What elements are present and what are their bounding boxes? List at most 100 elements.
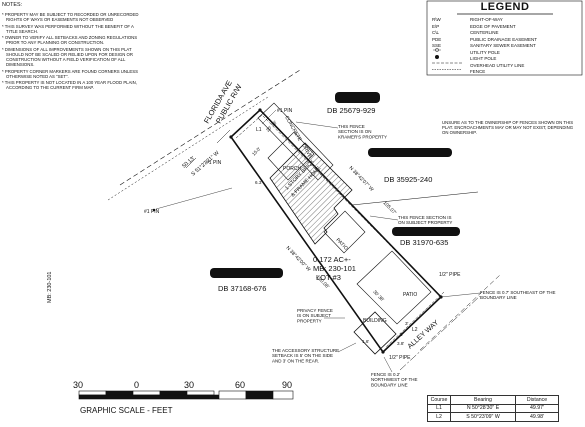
legend-label: EDGE OF PAVEMENT: [470, 23, 516, 29]
pin-label-top: #1 PIN: [277, 108, 293, 114]
column-header: Distance: [515, 395, 559, 405]
line-tag-l2: L2: [412, 327, 418, 333]
dim-7: 3.8': [397, 341, 404, 346]
pipe-marker-bottom: [381, 350, 385, 354]
mb-left-label: MB: 230-101: [47, 272, 53, 304]
deed-top: DB 25679-929: [327, 106, 375, 115]
scale-tick-0: 30: [73, 380, 83, 390]
pipe-label-bottom: 1/2" PIPE: [389, 355, 411, 361]
row-line-inner: [107, 96, 269, 201]
bearing-cell: N 50°28'30" E: [450, 403, 516, 414]
dim-5: 1.6': [362, 339, 369, 344]
bearing-arrows: [185, 129, 231, 169]
bearing-table-header: Course Bearing Distance: [427, 395, 559, 405]
note-item: PROPERTY CORNER MARKERS ARE FOUND CORNER…: [2, 69, 142, 79]
note-item: DIMENSIONS OF ALL IMPROVEMENTS SHOWN ON …: [2, 47, 142, 67]
legend-symbols: [432, 48, 462, 70]
patio-large: [356, 250, 432, 325]
legend-label: SANITARY SEWER EASEMENT: [470, 43, 536, 49]
legend-row: R\W RIGHT-OF-WAY: [432, 17, 537, 24]
note-item: THIS PROPERTY IS NOT LOCATED IN A 100 YE…: [2, 80, 142, 90]
deed-right-upper: DB 35925-240: [384, 175, 432, 184]
graphic-scale-bar: [78, 390, 294, 400]
dim-3: 6.3': [255, 180, 262, 185]
lot-acreage: 0.172 AC+-: [313, 255, 351, 264]
column-header: Course: [427, 395, 451, 405]
row-line-outer: [119, 69, 301, 186]
deed-right-lower: DB 31970-635: [400, 238, 448, 247]
legend-label: UTILITY POLE: [470, 49, 500, 55]
pin-marker-left: [229, 135, 233, 139]
legend-frame: [426, 0, 583, 76]
house-footprint: [269, 142, 353, 245]
property-pins: [152, 108, 443, 354]
legend-row: LIGHT POLE: [432, 56, 537, 63]
utility-pole-icon: [433, 48, 441, 52]
legend-label: FENCE: [470, 69, 486, 75]
note-item: THIS SURVEY WAS PERFORMED WITHOUT THE BE…: [2, 24, 142, 34]
course-cell: L1: [427, 403, 451, 414]
pin-marker-far-left: [152, 208, 156, 212]
table-row: L1 N 50°28'30" E 49.97': [427, 403, 559, 414]
dim-6: 5': [400, 332, 404, 337]
legend-label: CENTERLINE: [470, 30, 499, 36]
dim-1: 15.0': [251, 146, 262, 157]
pin-label-left: #1 PIN: [206, 160, 222, 166]
scale-tick-2: 30: [184, 380, 194, 390]
fence-ownership-note: UNSURE AS TO THE OWNERSHIP OF FENCES SHO…: [442, 120, 574, 136]
note-item: OWNER TO VERIFY ALL SETBACKS AND ZONING …: [2, 35, 142, 45]
legend-symbol: R\W: [432, 17, 441, 22]
notes-title: NOTES:: [2, 2, 23, 8]
east-line-label: N 38°42'07" W: [348, 165, 375, 193]
table-row: L2 S 50°23'09" W 49.98': [427, 412, 559, 422]
bearing-cell: S 50°23'09" W: [450, 412, 516, 422]
legend-symbol: E\P: [432, 23, 440, 29]
deed-labels: DB 25679-929 DB 35925-240 DB 31970-635 D…: [218, 106, 448, 293]
pin-marker-top: [258, 108, 262, 112]
accessory-building: [353, 311, 397, 355]
west-line-distance: 50.13': [181, 155, 196, 169]
legend-list: R\W RIGHT-OF-WAY E\P EDGE OF PAVEMENT C\L C…: [432, 17, 537, 76]
distance-cell: 49.97': [515, 403, 559, 414]
legend-label: RIGHT-OF-WAY: [470, 17, 503, 22]
alley-centerline: [399, 295, 481, 371]
lot-mb: MB: 230-101: [313, 264, 356, 273]
building-label: BUILDING: [363, 318, 387, 324]
legend-symbol: C\L: [432, 30, 440, 36]
distance-cell: 49.98': [515, 412, 559, 422]
scale-tick-3: 60: [235, 380, 245, 390]
bearing-table: Course Bearing Distance L1 N 50°28'30" E…: [427, 395, 559, 422]
patio-label-large: PATIO: [403, 292, 417, 298]
graphic-scale-label: GRAPHIC SCALE - FEET: [80, 406, 173, 415]
legend-symbol: PDE: [432, 36, 442, 42]
legend-symbol: SSE: [432, 43, 442, 49]
east-line-bearing: N 38°42'07" W: [348, 165, 375, 193]
scale-tick-1: 0: [134, 380, 139, 390]
concrete-label: CONCRETE: [283, 115, 303, 143]
callout-leaders: [295, 121, 481, 373]
pipe-label-right: 1/2" PIPE: [439, 272, 461, 278]
line-tag-l1: L1: [256, 127, 262, 133]
pin-leader-left: [155, 187, 233, 210]
legend-row: E\P EDGE OF PAVEMENT: [432, 24, 537, 31]
legend-row: FENCE: [432, 69, 537, 76]
porch-label: PORCH: [283, 166, 301, 172]
light-pole-icon: [435, 55, 439, 59]
legend-row: SSE SANITARY SEWER EASEMENT: [432, 43, 537, 50]
scale-tick-4: 90: [282, 380, 292, 390]
deed-bottom-left: DB 37168-676: [218, 284, 266, 293]
note-item: PROPERTY MAY BE SUBJECT TO RECORDED OR U…: [2, 12, 142, 22]
legend-label: LIGHT POLE: [470, 56, 497, 62]
south-line-bearing: N 38°42'00" W: [285, 245, 312, 273]
adjoiner-line: [351, 191, 479, 206]
patio-small: [323, 210, 366, 254]
